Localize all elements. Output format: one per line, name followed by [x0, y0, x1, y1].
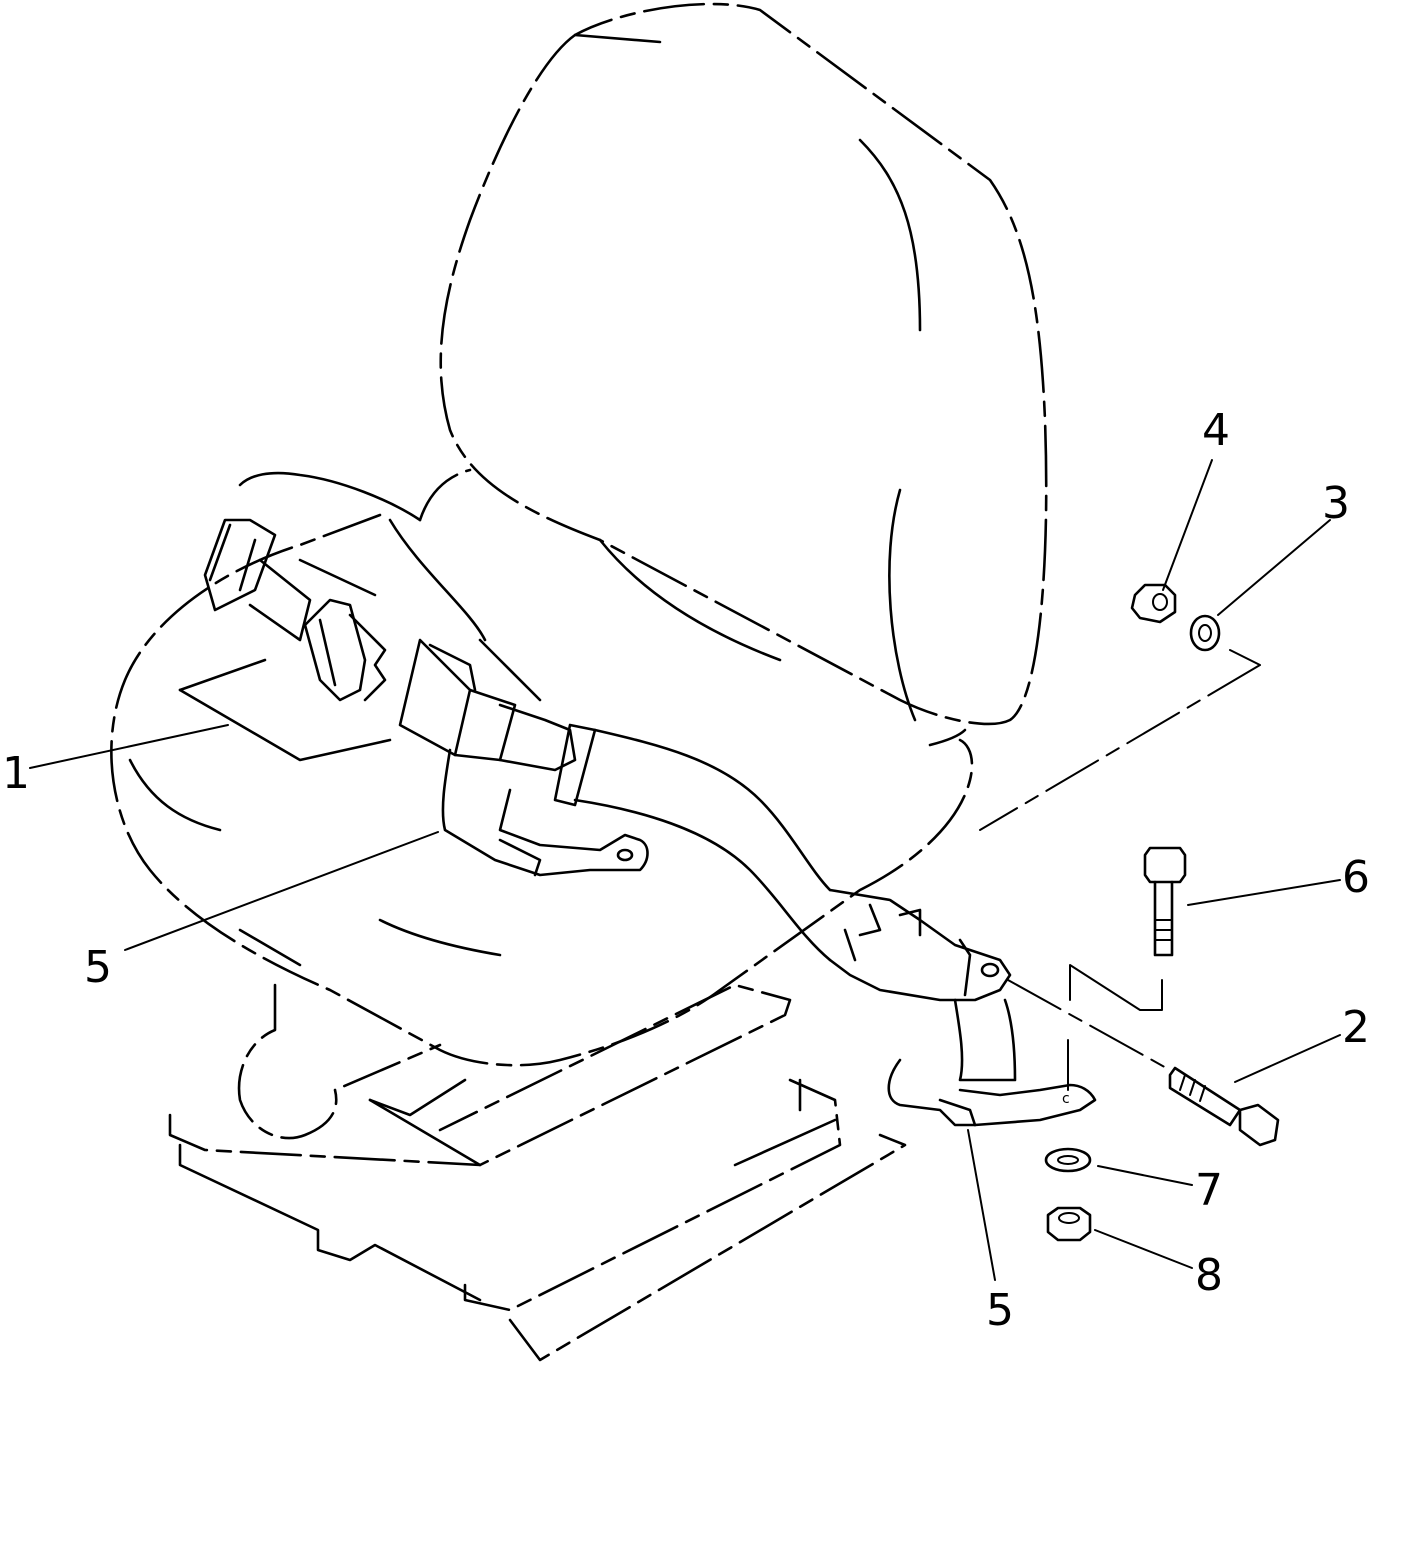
- nut-part-4: [1130, 583, 1177, 624]
- callout-5-left: 5: [84, 942, 112, 993]
- bolt-part-2: [1168, 1066, 1280, 1147]
- seat-belt-buckle-strap: [388, 518, 832, 962]
- callout-6: 6: [1342, 852, 1370, 903]
- right-strap-anchor: c: [828, 888, 1097, 1127]
- callout-1: 1: [2, 748, 30, 799]
- left-anchor-plate: [441, 748, 649, 877]
- seat-cushion: [110, 468, 974, 1067]
- leader-lines: [29, 459, 1341, 1281]
- callout-8: 8: [1195, 1250, 1223, 1301]
- seat-base-rails: [168, 928, 907, 1362]
- washer-part-3: [1189, 614, 1221, 652]
- bolt-part-6: [1143, 846, 1187, 957]
- callout-7: 7: [1195, 1165, 1223, 1216]
- washer-part-7: [1044, 1147, 1092, 1173]
- seat-backrest: [439, 2, 1048, 726]
- callout-3: 3: [1322, 478, 1350, 529]
- callout-5-right: 5: [986, 1285, 1014, 1336]
- nut-part-8: [1046, 1206, 1092, 1242]
- seat-belt-left-strap: [203, 471, 422, 702]
- callouts: 1 2 3 4 5 5 6 7 8: [2, 405, 1370, 1336]
- callout-4: 4: [1202, 405, 1230, 456]
- callout-2: 2: [1342, 1002, 1370, 1053]
- anchor-hole-mark: c: [1062, 1091, 1070, 1107]
